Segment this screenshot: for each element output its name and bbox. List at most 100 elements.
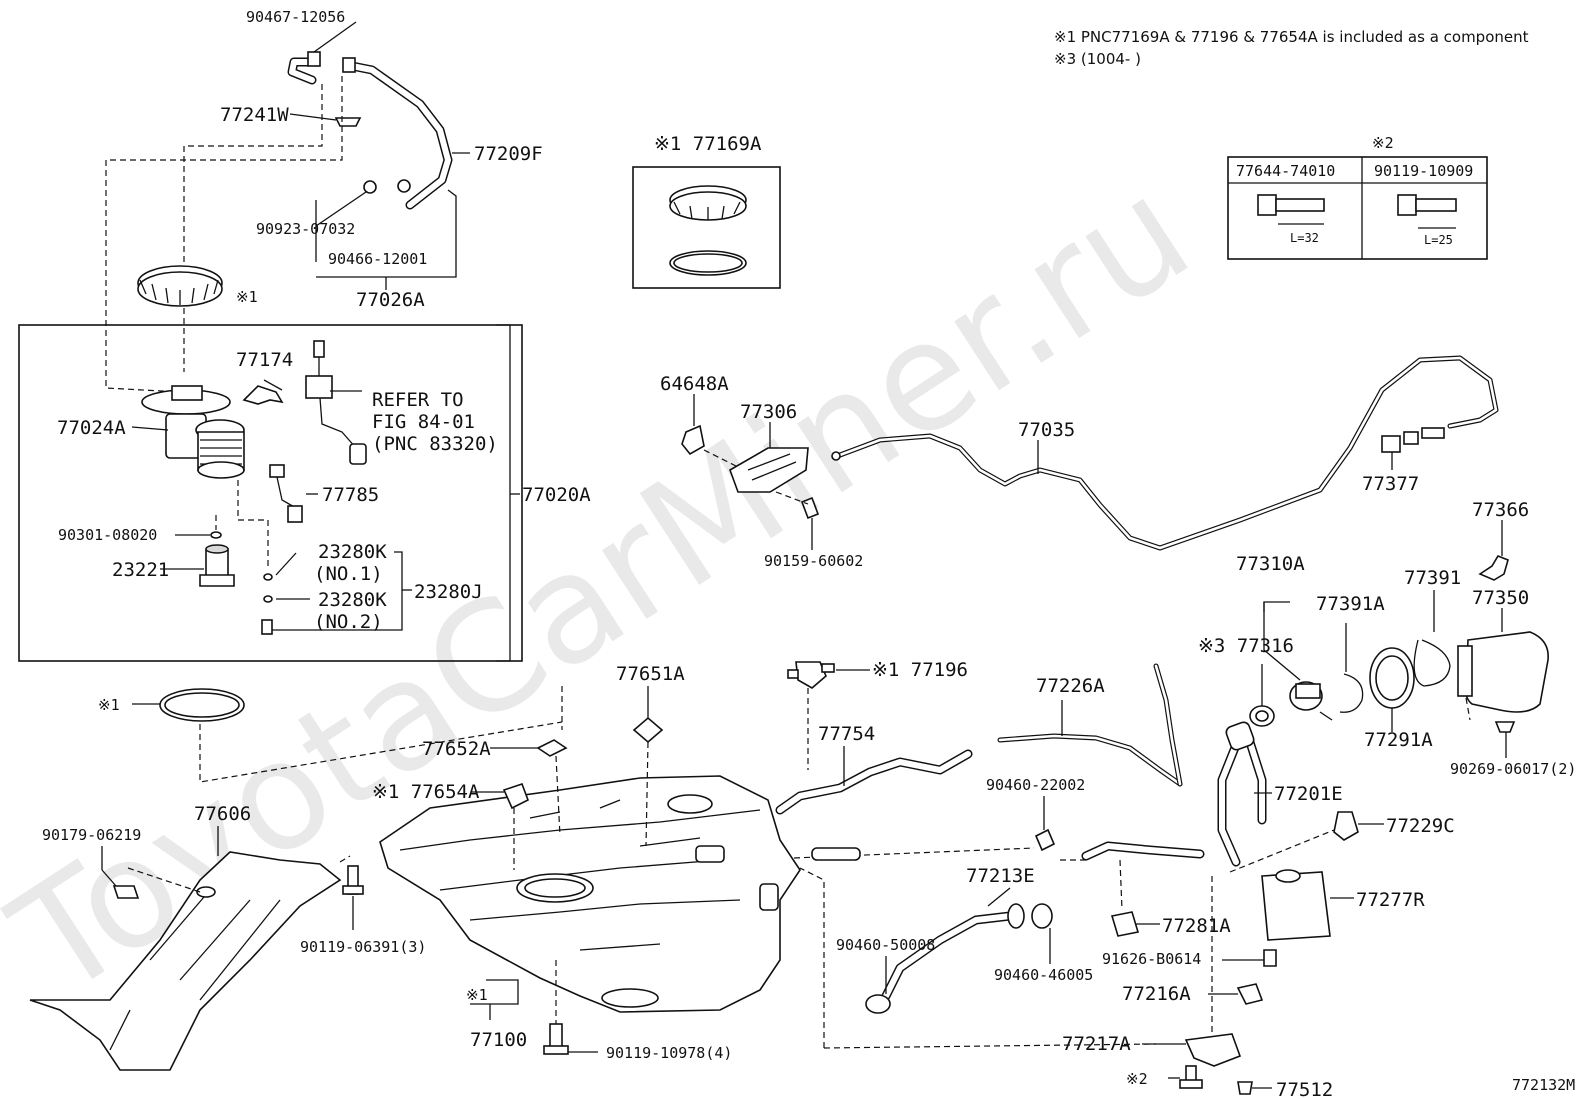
label-mark-oring: ※1 <box>98 696 120 714</box>
hose-77226a <box>997 663 1183 787</box>
pad-77652a <box>536 739 568 757</box>
fuel-door-77350 <box>1457 631 1549 713</box>
clamp-77241w <box>334 117 362 127</box>
label-77652a: 77652A <box>422 738 491 760</box>
label-23280k-1: 23280K <box>318 541 387 563</box>
label-77100: 77100 <box>470 1029 527 1051</box>
refer-note-line2: FIG 84-01 <box>372 411 475 433</box>
hose-77754 <box>775 749 973 815</box>
filler-pipe-77201e <box>1217 721 1267 867</box>
label-77226a: 77226A <box>1036 675 1105 697</box>
clip-90466 <box>397 179 411 193</box>
label-90119-06391: 90119-06391(3) <box>300 938 426 956</box>
fuel-line-assembly <box>105 21 470 393</box>
clip-77174 <box>242 385 284 405</box>
refer-note-line3: (PNC 83320) <box>372 433 498 455</box>
label-90460-22002: 90460-22002 <box>986 776 1085 794</box>
ring-kit-77169a <box>669 185 747 276</box>
label-no1: (NO.1) <box>314 563 383 585</box>
label-77785: 77785 <box>322 484 379 506</box>
bolt-90119 <box>1397 194 1457 229</box>
cable-77035 <box>831 355 1499 551</box>
pump-assembly-box <box>18 324 523 662</box>
ring-77391 <box>1413 639 1451 687</box>
kit-box-77169a <box>632 166 781 289</box>
pad-77651a <box>632 716 664 744</box>
label-90179-06219: 90179-06219 <box>42 826 141 844</box>
label-mark-bolt: ※2 <box>1126 1070 1148 1088</box>
fuel-cap-77310a <box>1289 681 1333 721</box>
label-77291a: 77291A <box>1364 729 1433 751</box>
clip-77512 <box>1237 1081 1253 1095</box>
vent-hose <box>1081 841 1205 861</box>
refer-note-line1: REFER TO <box>372 389 464 411</box>
hinge-77366 <box>1478 555 1509 581</box>
bolt-90119-10909 <box>1179 1065 1203 1089</box>
label-77196: ※1 77196 <box>872 659 968 681</box>
label-91626-b0614: 91626-B0614 <box>1102 950 1201 968</box>
bolt-90119-06391 <box>342 865 364 895</box>
label-77216a: 77216A <box>1122 983 1191 1005</box>
label-77651a: 77651A <box>616 663 685 685</box>
label-90269-06017: 90269-06017(2) <box>1450 760 1576 778</box>
wire-77785 <box>269 464 303 523</box>
clamp-90460-46005 <box>1031 903 1053 929</box>
label-77217a: 77217A <box>1062 1033 1131 1055</box>
label-23280k-2: 23280K <box>318 589 387 611</box>
label-77350: 77350 <box>1472 587 1529 609</box>
clip-77377 <box>1381 427 1445 453</box>
label-77281a: 77281A <box>1162 915 1231 937</box>
oring-90301 <box>210 531 222 539</box>
label-23221: 23221 <box>112 559 169 581</box>
label-77391: 77391 <box>1404 567 1461 589</box>
bolt-90923 <box>363 180 377 194</box>
table-length-2: L=25 <box>1424 233 1453 247</box>
label-64648a: 64648A <box>660 373 729 395</box>
label-90301-08020: 90301-08020 <box>58 526 157 544</box>
plug-23280j <box>261 619 273 635</box>
label-77174: 77174 <box>236 349 293 371</box>
clamp-77216a <box>1236 983 1264 1005</box>
label-90923-07032: 90923-07032 <box>256 220 355 238</box>
clamp-90460-22002 <box>1034 828 1056 852</box>
nut-90179 <box>112 885 140 899</box>
filler-neck-77291a <box>1369 647 1415 709</box>
date-range-note: ※3 (1004- ) <box>1054 50 1141 68</box>
retainer-ring <box>137 265 223 307</box>
bolt-90119-10978 <box>543 1023 569 1055</box>
label-90460-50008: 90460-50008 <box>836 936 935 954</box>
table-header-2: 90119-10909 <box>1374 162 1473 180</box>
label-77606: 77606 <box>194 803 251 825</box>
fuel-pump-77024a <box>141 385 245 479</box>
label-77277r: 77277R <box>1356 889 1425 911</box>
bracket-77306 <box>729 447 809 493</box>
label-90467-12056: 90467-12056 <box>246 8 345 26</box>
clip-77229c <box>1333 811 1359 841</box>
pipe-end <box>811 847 861 861</box>
canister-77277r <box>1261 869 1331 941</box>
clip-77281a <box>1110 911 1140 937</box>
label-77241w: 77241W <box>220 104 289 126</box>
label-90460-46005: 90460-46005 <box>994 966 1093 984</box>
label-77654a: ※1 77654A <box>372 781 480 803</box>
filter-23221 <box>199 544 235 587</box>
label-mark-ring: ※1 <box>236 288 258 306</box>
table-mark: ※2 <box>1372 134 1394 152</box>
label-77366: 77366 <box>1472 499 1529 521</box>
label-77209f: 77209F <box>474 143 543 165</box>
label-77754: 77754 <box>818 723 875 745</box>
hose-77213e <box>881 903 1025 1001</box>
gasket-23280k-1 <box>263 573 273 581</box>
label-77201e: 77201E <box>1274 783 1343 805</box>
label-77310a: 77310A <box>1236 553 1305 575</box>
kit-box-label: ※1 77169A <box>654 133 762 155</box>
label-no2: (NO.2) <box>314 611 383 633</box>
label-77229c: 77229C <box>1386 815 1455 837</box>
fuel-tank-77100 <box>379 775 801 1013</box>
component-note: ※1 PNC77169A & 77196 & 77654A is include… <box>1054 28 1529 46</box>
protector-77606 <box>29 851 342 1071</box>
figure-code: 772132M <box>1512 1076 1575 1094</box>
label-mark-tank: ※1 <box>466 986 488 1004</box>
